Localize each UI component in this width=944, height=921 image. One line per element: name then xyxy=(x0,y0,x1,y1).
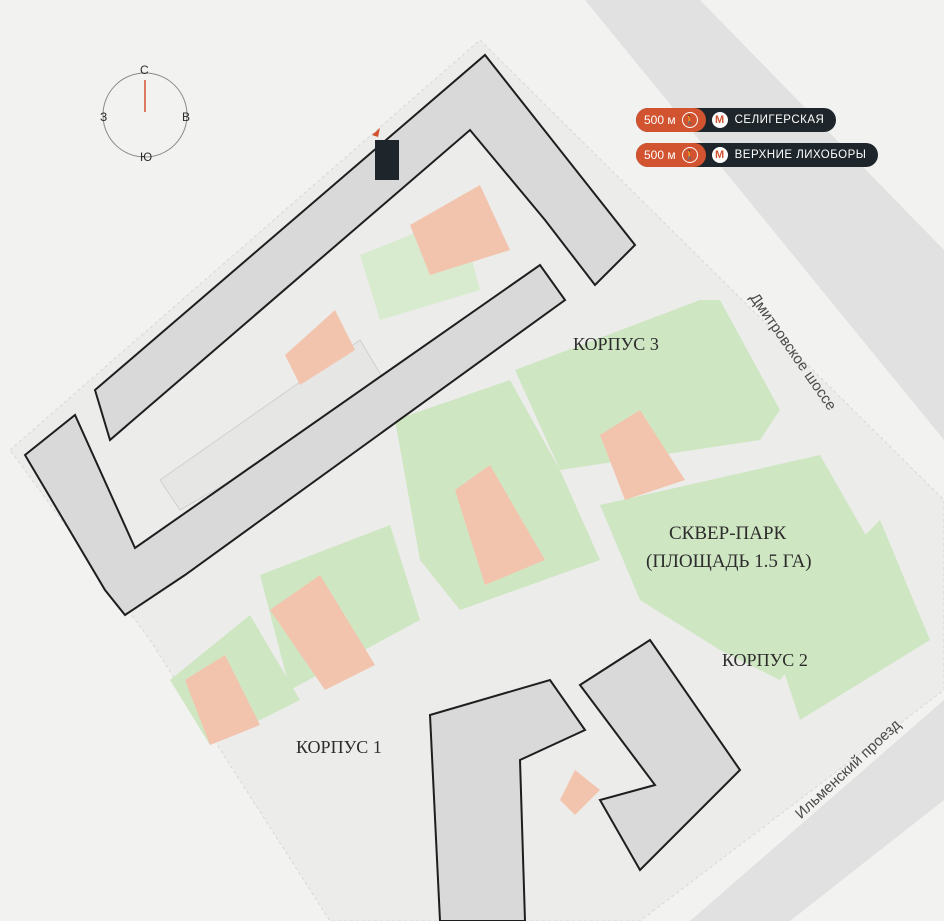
metro-distance: 500 м xyxy=(644,113,676,127)
park-green-6 xyxy=(770,520,930,720)
playground-6 xyxy=(185,655,260,745)
walk-icon: 🚶 xyxy=(681,147,698,163)
metro-icon: M xyxy=(711,112,728,128)
walk-icon: 🚶 xyxy=(681,112,698,128)
entrance-arrow xyxy=(372,128,380,137)
playground-3 xyxy=(455,465,545,585)
entrance-marker xyxy=(375,140,399,180)
building-3-label: КОРПУС 3 xyxy=(573,334,659,354)
park-green-1 xyxy=(515,300,780,470)
metro-verkhnie-likhobory: 500 м 🚶 M ВЕРХНИЕ ЛИХОБОРЫ xyxy=(636,143,879,167)
building-1-label: КОРПУС 1 xyxy=(296,737,382,757)
building-3 xyxy=(93,53,637,442)
playground-7 xyxy=(560,770,600,815)
compass-south: Ю xyxy=(140,150,153,164)
compass-east: В xyxy=(182,110,191,124)
playground-5 xyxy=(270,575,375,690)
compass-north: С xyxy=(140,63,149,77)
park-title: СКВЕР-ПАРК xyxy=(669,523,787,544)
ilmensky-road xyxy=(690,700,944,921)
playground-1 xyxy=(410,185,510,275)
metro-station-name: СЕЛИГЕРСКАЯ xyxy=(734,114,825,126)
metro-seligerskaya: 500 м 🚶 M СЕЛИГЕРСКАЯ xyxy=(636,108,837,132)
playground-4 xyxy=(600,410,685,500)
building-3-lower xyxy=(23,263,567,617)
metro-station-name: ВЕРХНИЕ ЛИХОБОРЫ xyxy=(734,149,867,161)
playground-2 xyxy=(285,310,355,385)
metro-distance: 500 м xyxy=(644,148,676,162)
metro-icon: M xyxy=(711,147,728,163)
building-2-label: КОРПУС 2 xyxy=(722,650,808,670)
park-area: (ПЛОЩАДЬ 1.5 ГА) xyxy=(646,551,812,572)
building-2 xyxy=(428,678,587,921)
building-2-east xyxy=(578,638,742,872)
compass-west: З xyxy=(100,110,108,124)
compass-ring xyxy=(102,72,188,158)
